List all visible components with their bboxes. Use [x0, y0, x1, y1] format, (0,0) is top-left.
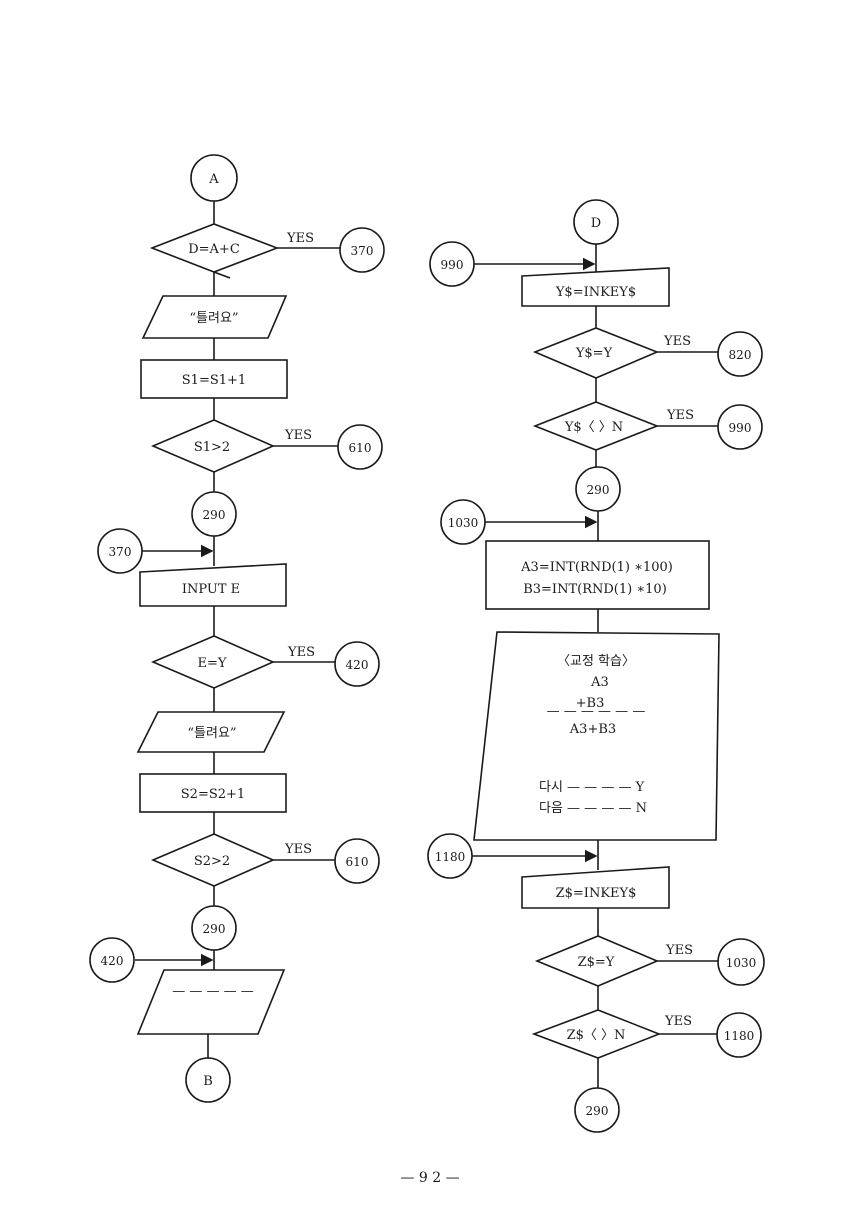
connector-label: 1180	[724, 1029, 755, 1043]
decision-label: S1>2	[194, 440, 230, 455]
connector-label: 1180	[435, 850, 466, 864]
input-e	[139, 563, 287, 607]
input-y-inkey	[521, 267, 670, 307]
decision-label: Z$=Y	[578, 955, 615, 970]
output-label: “틀려요”	[189, 311, 238, 326]
decision-label: D=A+C	[188, 242, 240, 257]
input-label: INPUT E	[182, 582, 240, 597]
connector-370-entry	[97, 528, 143, 574]
yes-label: YES	[664, 1014, 692, 1029]
display-b3: +B3	[576, 696, 605, 711]
process-s2-increment	[139, 773, 287, 813]
connector-820	[717, 331, 763, 377]
connector-label: 610	[349, 441, 372, 455]
connector-label: 990	[441, 258, 464, 272]
yes-label: YES	[284, 842, 312, 857]
display-again: 다시 — — — — Y	[539, 780, 645, 795]
connector-label: 1030	[726, 956, 757, 970]
process-label-b3: B3=INT(RND(1) ∗10)	[523, 582, 667, 597]
connector-label: 990	[729, 421, 752, 435]
yes-label: YES	[284, 428, 312, 443]
input-z-inkey	[521, 866, 670, 909]
output-wrong-message-2	[136, 711, 286, 753]
connector-label: 290	[203, 508, 226, 522]
input-label: Z$=INKEY$	[556, 886, 637, 901]
process-random-numbers	[485, 540, 710, 610]
output-answer	[136, 969, 286, 1035]
connector-label: 420	[101, 954, 124, 968]
connector-370	[339, 227, 385, 273]
yes-label: YES	[663, 334, 691, 349]
decision-s2-gt-2	[150, 833, 275, 887]
connector-label: B	[203, 1074, 213, 1089]
decision-y-ne-n	[532, 401, 660, 451]
connector-label: A	[208, 172, 219, 187]
connector-a	[190, 154, 238, 202]
connector-label: 820	[729, 348, 752, 362]
decision-label: Y$〈 〉N	[564, 420, 623, 435]
page-number: — 9 2 —	[400, 1170, 459, 1186]
decision-y-eq-y	[532, 327, 660, 379]
connector-label: 370	[109, 545, 132, 559]
process-s1-increment	[140, 359, 288, 399]
yes-label: YES	[286, 231, 314, 246]
input-label: Y$=INKEY$	[555, 285, 636, 300]
connector-label: 420	[346, 658, 369, 672]
display-sum: A3+B3	[569, 722, 616, 737]
process-label: S1=S1+1	[182, 373, 246, 388]
connector-290	[191, 491, 237, 537]
connector-290-d	[574, 1087, 620, 1133]
display-a3: A3	[590, 675, 609, 690]
connector-label: 610	[346, 855, 369, 869]
decision-z-ne-n	[531, 1009, 662, 1059]
output-label: “틀려요”	[187, 726, 236, 741]
connector-1030	[717, 938, 765, 986]
yes-label: YES	[665, 943, 693, 958]
connector-label: 1030	[448, 516, 479, 530]
display-dash: — — — — — —	[547, 704, 646, 719]
decision-label: Y$=Y	[575, 346, 613, 361]
connector-label: 290	[586, 1104, 609, 1118]
connector-990-entry	[429, 241, 475, 287]
connector-label: 290	[587, 483, 610, 497]
connector-290-b	[191, 905, 237, 951]
connector-610	[337, 424, 383, 470]
output-label: — — — — —	[172, 984, 254, 999]
connector-label: 370	[351, 244, 374, 258]
decision-z-eq-y	[534, 935, 660, 987]
flow-line	[213, 271, 231, 279]
connector-1180-entry	[427, 833, 473, 879]
output-practice-display	[473, 631, 720, 841]
yes-label: YES	[287, 645, 315, 660]
decision-e-eq-y	[150, 635, 275, 689]
display-title: 〈교정 학습〉	[557, 654, 635, 669]
connector-610-b	[334, 838, 380, 884]
connector-b	[185, 1057, 231, 1103]
connector-420	[334, 641, 380, 687]
connector-1030-entry	[440, 499, 486, 545]
decision-d-eq-a-plus-c	[149, 223, 280, 273]
connector-290-c	[575, 466, 621, 512]
connector-label: D	[591, 216, 601, 231]
process-label-a3: A3=INT(RND(1) ∗100)	[520, 560, 673, 575]
decision-label: Z$〈 〉N	[567, 1028, 626, 1043]
yes-label: YES	[666, 408, 694, 423]
decision-s1-gt-2	[150, 419, 275, 473]
output-wrong-message	[141, 295, 288, 339]
connector-1180	[716, 1012, 762, 1058]
connector-label: 290	[203, 922, 226, 936]
connector-d	[573, 199, 619, 245]
display-next: 다음 — — — — N	[539, 801, 647, 816]
process-label: S2=S2+1	[181, 787, 245, 802]
connector-990	[717, 404, 763, 450]
connector-420-entry	[89, 937, 135, 983]
decision-label: E=Y	[198, 656, 227, 671]
decision-label: S2>2	[194, 854, 230, 869]
